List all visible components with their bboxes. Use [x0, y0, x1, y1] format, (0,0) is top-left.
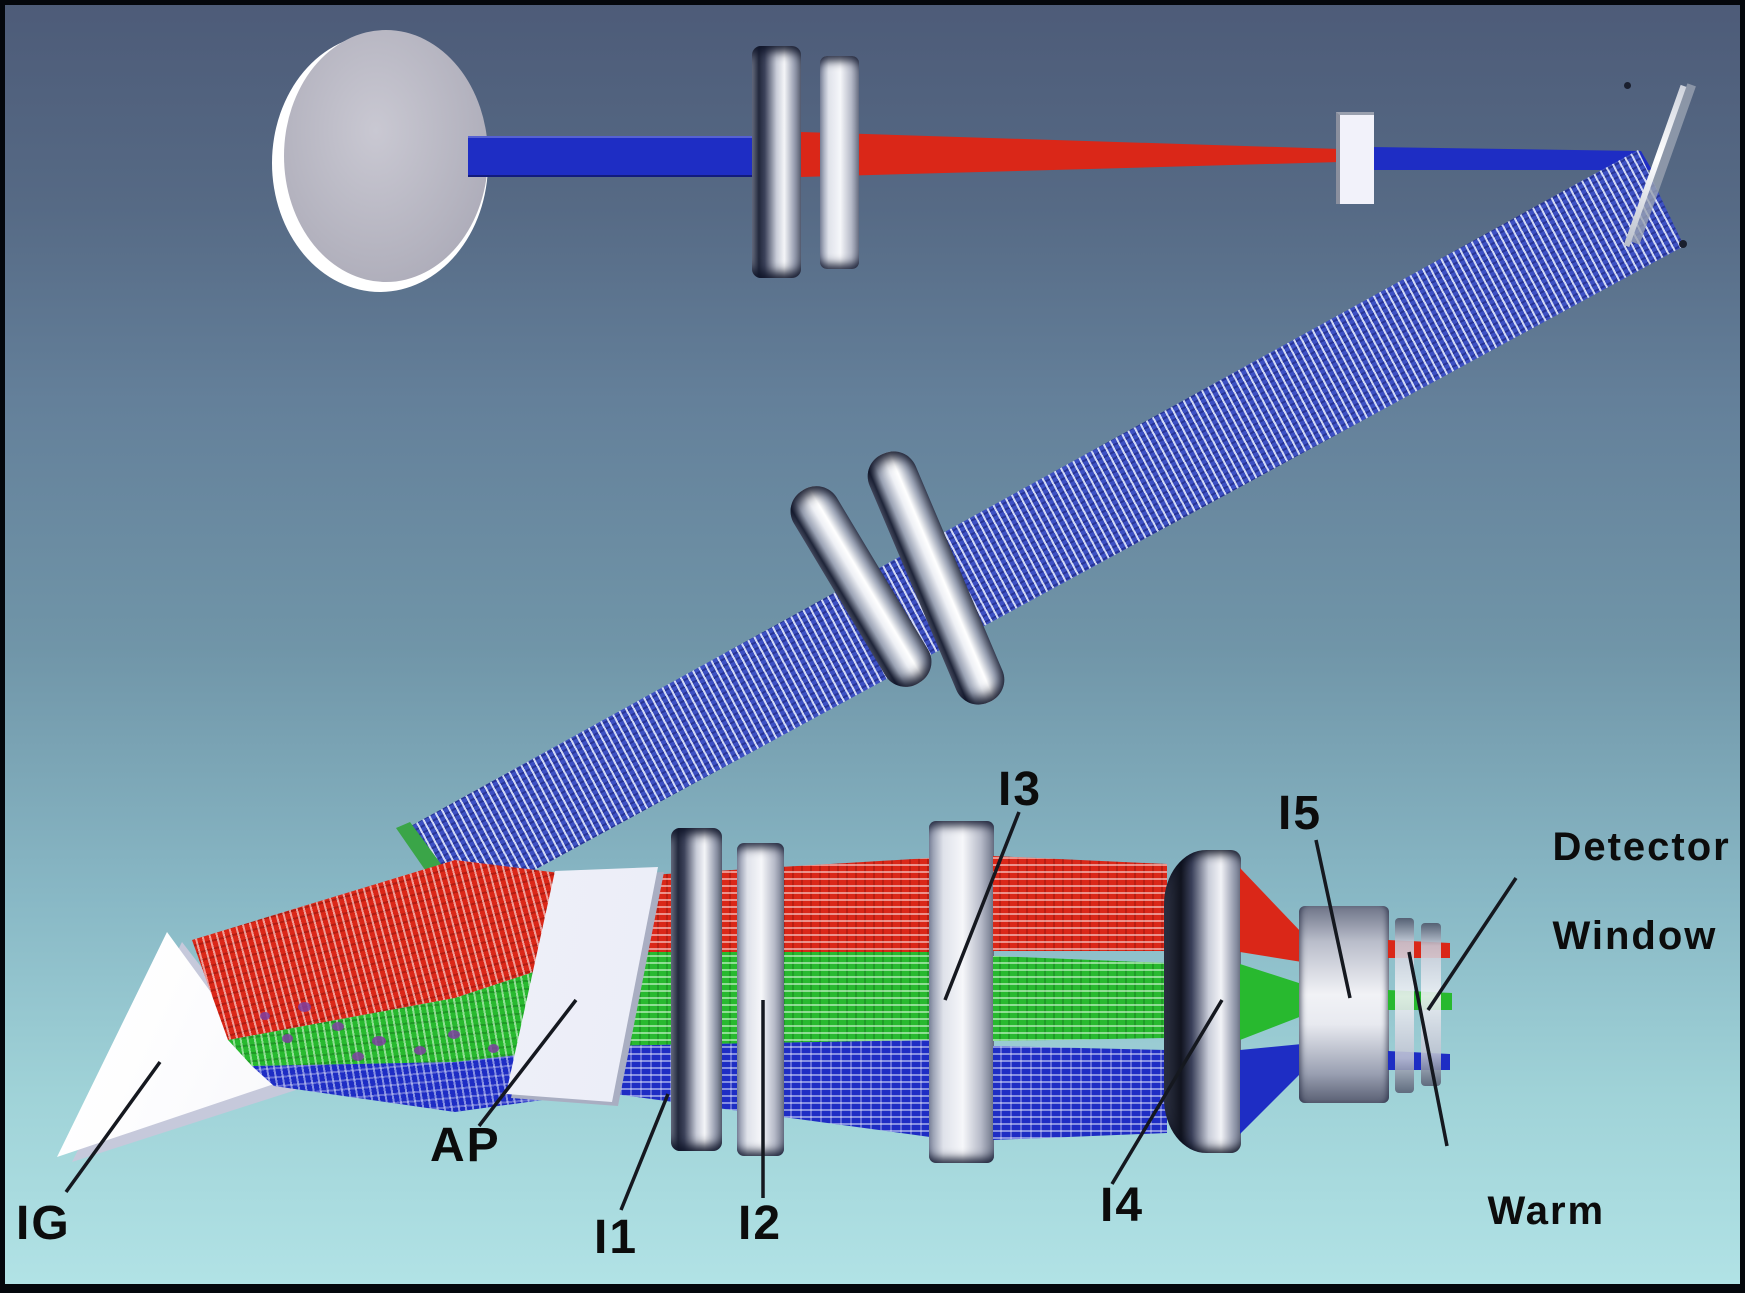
beam-blue-collimated	[468, 136, 760, 177]
overlap-speckle	[282, 1034, 293, 1043]
fold-mirror-end-dot-bottom	[1679, 240, 1687, 248]
label-detector-window-line1: Detector	[1552, 824, 1731, 869]
lens-i5	[1299, 906, 1389, 1103]
label-warm-window: Warm Window	[1435, 1144, 1652, 1293]
field-stop	[1336, 112, 1374, 204]
label-i3: I3	[998, 763, 1043, 816]
label-i4: I4	[1100, 1179, 1145, 1232]
label-warm-window-line1: Warm	[1487, 1188, 1606, 1233]
overlap-speckle	[332, 1022, 344, 1031]
overlap-speckle	[298, 1002, 311, 1012]
overlap-speckle	[448, 1030, 460, 1039]
label-i2: I2	[738, 1197, 783, 1250]
label-ig: IG	[16, 1197, 71, 1250]
overlap-speckle	[260, 1012, 270, 1020]
collimator-lens-1	[752, 46, 801, 278]
lens-i4	[1164, 850, 1241, 1153]
label-detector-window-line2: Window	[1552, 914, 1718, 959]
collimator-lens-2	[820, 56, 859, 269]
source-sphere	[284, 30, 488, 282]
overlap-speckle	[372, 1036, 386, 1046]
warm-window	[1395, 918, 1414, 1093]
overlap-speckle	[414, 1046, 426, 1055]
fold-mirror-end-dot-top	[1624, 82, 1631, 89]
lens-i2	[737, 843, 784, 1156]
leader-i1	[619, 1093, 670, 1211]
lens-i3	[929, 821, 994, 1163]
overlap-speckle	[488, 1044, 499, 1053]
label-i5: I5	[1278, 787, 1323, 840]
label-detector-window: Detector Window	[1500, 780, 1731, 1004]
label-i1: I1	[594, 1211, 639, 1264]
lens-i1	[671, 828, 722, 1151]
overlap-speckle	[352, 1052, 364, 1061]
label-warm-window-line2: Window	[1487, 1278, 1652, 1293]
detector-window	[1421, 923, 1441, 1086]
label-ap: AP	[430, 1119, 501, 1172]
